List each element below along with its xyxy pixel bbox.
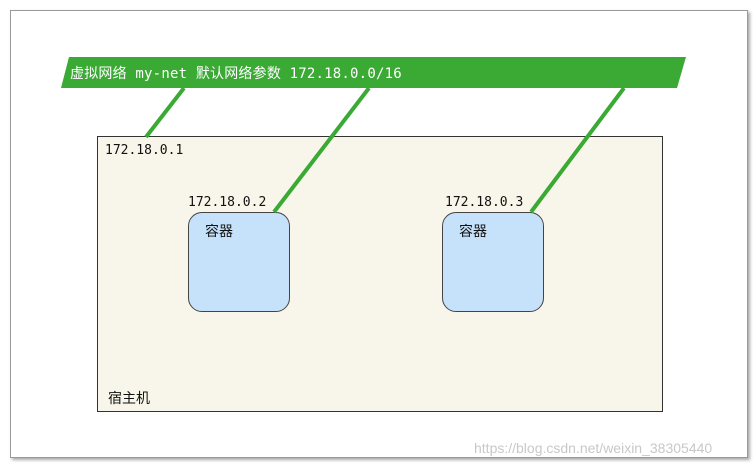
link-host — [144, 86, 186, 139]
host-label: 宿主机 — [108, 391, 150, 407]
banner-text: 虚拟网络 my-net 默认网络参数 172.18.0.0/16 — [70, 66, 402, 82]
container-box-1: 容器 — [188, 212, 290, 312]
watermark: https://blog.csdn.net/weixin_38305440 — [474, 440, 713, 456]
container-label-2: 容器 — [459, 224, 487, 240]
host-ip-label: 172.18.0.1 — [105, 143, 184, 158]
container-box-2: 容器 — [442, 212, 544, 312]
link-container-1 — [272, 86, 371, 214]
virtual-network-banner — [61, 57, 686, 88]
container-ip-label-2: 172.18.0.3 — [445, 195, 524, 210]
link-container-2 — [529, 86, 626, 214]
container-ip-label-1: 172.18.0.2 — [188, 195, 267, 210]
container-label-1: 容器 — [205, 224, 233, 240]
